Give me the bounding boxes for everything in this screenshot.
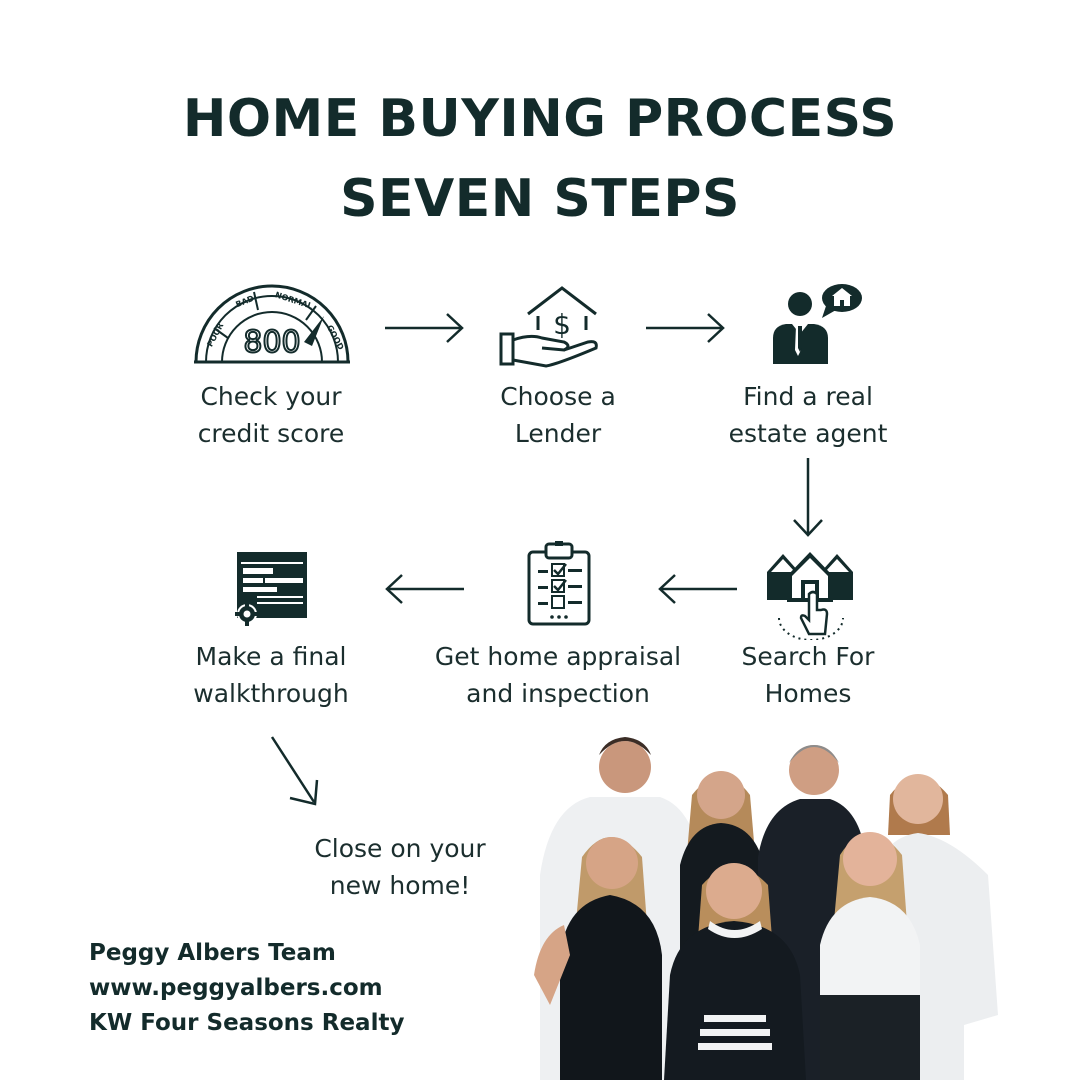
arrow-right-icon [385,313,464,343]
gauge-label-bad: BAD [234,294,255,310]
arrow-left-icon [385,574,464,604]
brokerage-name: KW Four Seasons Realty [89,1010,405,1036]
page-subtitle: SEVEN STEPS [340,169,740,229]
search-homes-tap-icon [767,552,853,640]
step-label-lender: Choose a Lender [500,382,616,448]
credit-score-gauge-icon: POOR BAD NORMAL GOOD 800 [194,284,350,364]
gauge-score: 800 [243,325,300,360]
arrow-left-icon [658,574,737,604]
contact-block: Peggy Albers Team www.peggyalbers.com KW… [89,936,404,1041]
team-member-figure [534,837,662,1080]
team-name: Peggy Albers Team [89,940,336,966]
arrow-diagonal-icon [270,736,319,806]
hand-house-dollar-icon: $ [499,286,598,368]
browser-gear-icon [235,552,307,626]
website-link[interactable]: www.peggyalbers.com [89,975,383,1001]
agent-speech-house-icon [773,284,862,364]
clipboard-checklist-icon [527,541,591,626]
step-label-agent: Find a real estate agent [728,382,888,448]
arrow-down-icon [793,458,823,537]
team-member-figure [664,863,806,1080]
svg-text:$: $ [553,308,571,341]
arrow-right-icon [646,313,725,343]
team-photo [534,737,998,1080]
step-label-close: Close on your new home! [314,834,486,900]
team-member-figure [820,832,920,1080]
step-label-appraisal: Get home appraisal and inspection [434,642,682,708]
step-label-search-homes: Search For Homes [741,642,875,708]
step-label-walkthrough: Make a final walkthrough [193,642,349,708]
gauge-label-good: GOOD [325,324,346,352]
page-title: HOME BUYING PROCESS [182,89,898,149]
step-label-credit-score: Check your credit score [197,382,345,448]
